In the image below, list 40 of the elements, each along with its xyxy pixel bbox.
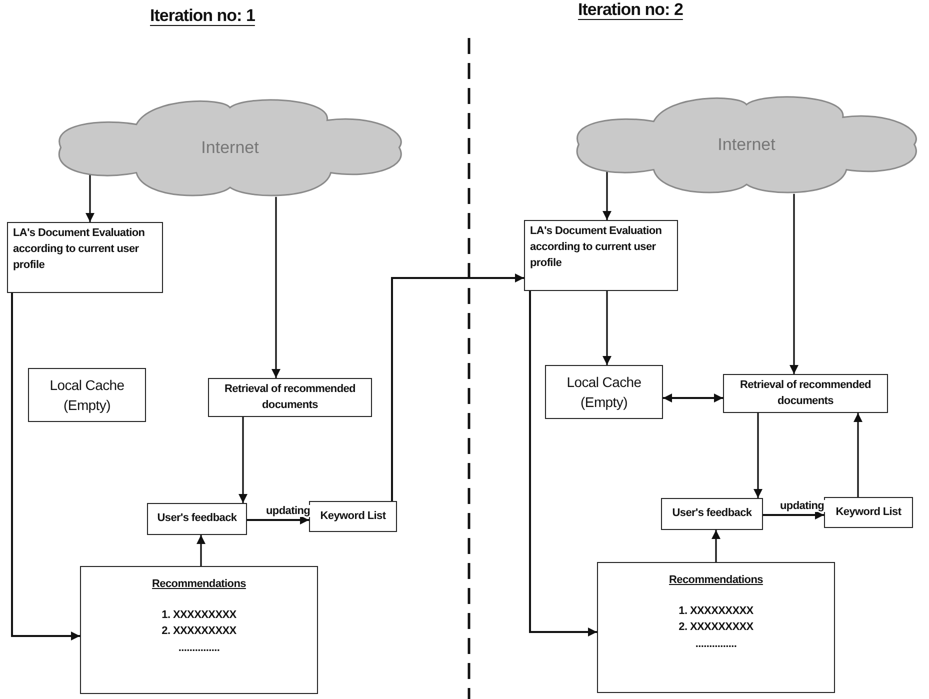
process-box: LA's Document Evaluation according to current user profile [524,220,678,291]
iteration-heading: Iteration no: 2 [578,0,683,20]
arrow [602,291,612,365]
process-box: Keyword List [824,497,913,528]
arrow [529,291,597,636]
arrow [754,413,762,498]
box-heading: Recommendations [669,573,763,588]
process-box: Local Cache (Empty) [545,365,663,419]
arrow [602,170,612,220]
process-box: Local Cache (Empty) [28,368,146,422]
box-heading: Recommendations [152,577,246,592]
process-box: LA's Document Evaluation according to current user profile [7,222,163,293]
edge-label: updating [779,500,826,512]
arrow [790,194,798,374]
arrow [86,174,94,222]
list-item: 2. XXXXXXXXX [678,620,754,636]
arrow [391,274,524,501]
process-box: Retrieval of recommended documents [723,374,888,413]
list-item: 1. XXXXXXXXX [162,608,236,623]
arrow [663,394,723,402]
recommendations-box [80,566,318,694]
ellipsis-text: ............... [695,636,737,652]
arrow [763,510,824,520]
process-box: Retrieval of recommended documents [208,378,372,417]
arrow [854,413,862,497]
edge-label: updating [265,505,312,517]
list-item: 1. XXXXXXXXX [678,604,754,619]
recommendations-box [597,562,835,693]
process-box: Keyword List [309,501,397,532]
arrow [238,417,248,503]
process-box: User's feedback [147,503,247,535]
process-box: User's feedback [661,498,763,530]
arrow [196,535,206,566]
arrow [247,516,309,524]
ellipsis-text: ............... [178,640,220,656]
arrow [272,196,280,378]
list-item: 2. XXXXXXXXX [162,624,236,640]
arrow [712,530,720,562]
iteration-heading: Iteration no: 1 [150,6,255,26]
arrow [11,293,80,640]
